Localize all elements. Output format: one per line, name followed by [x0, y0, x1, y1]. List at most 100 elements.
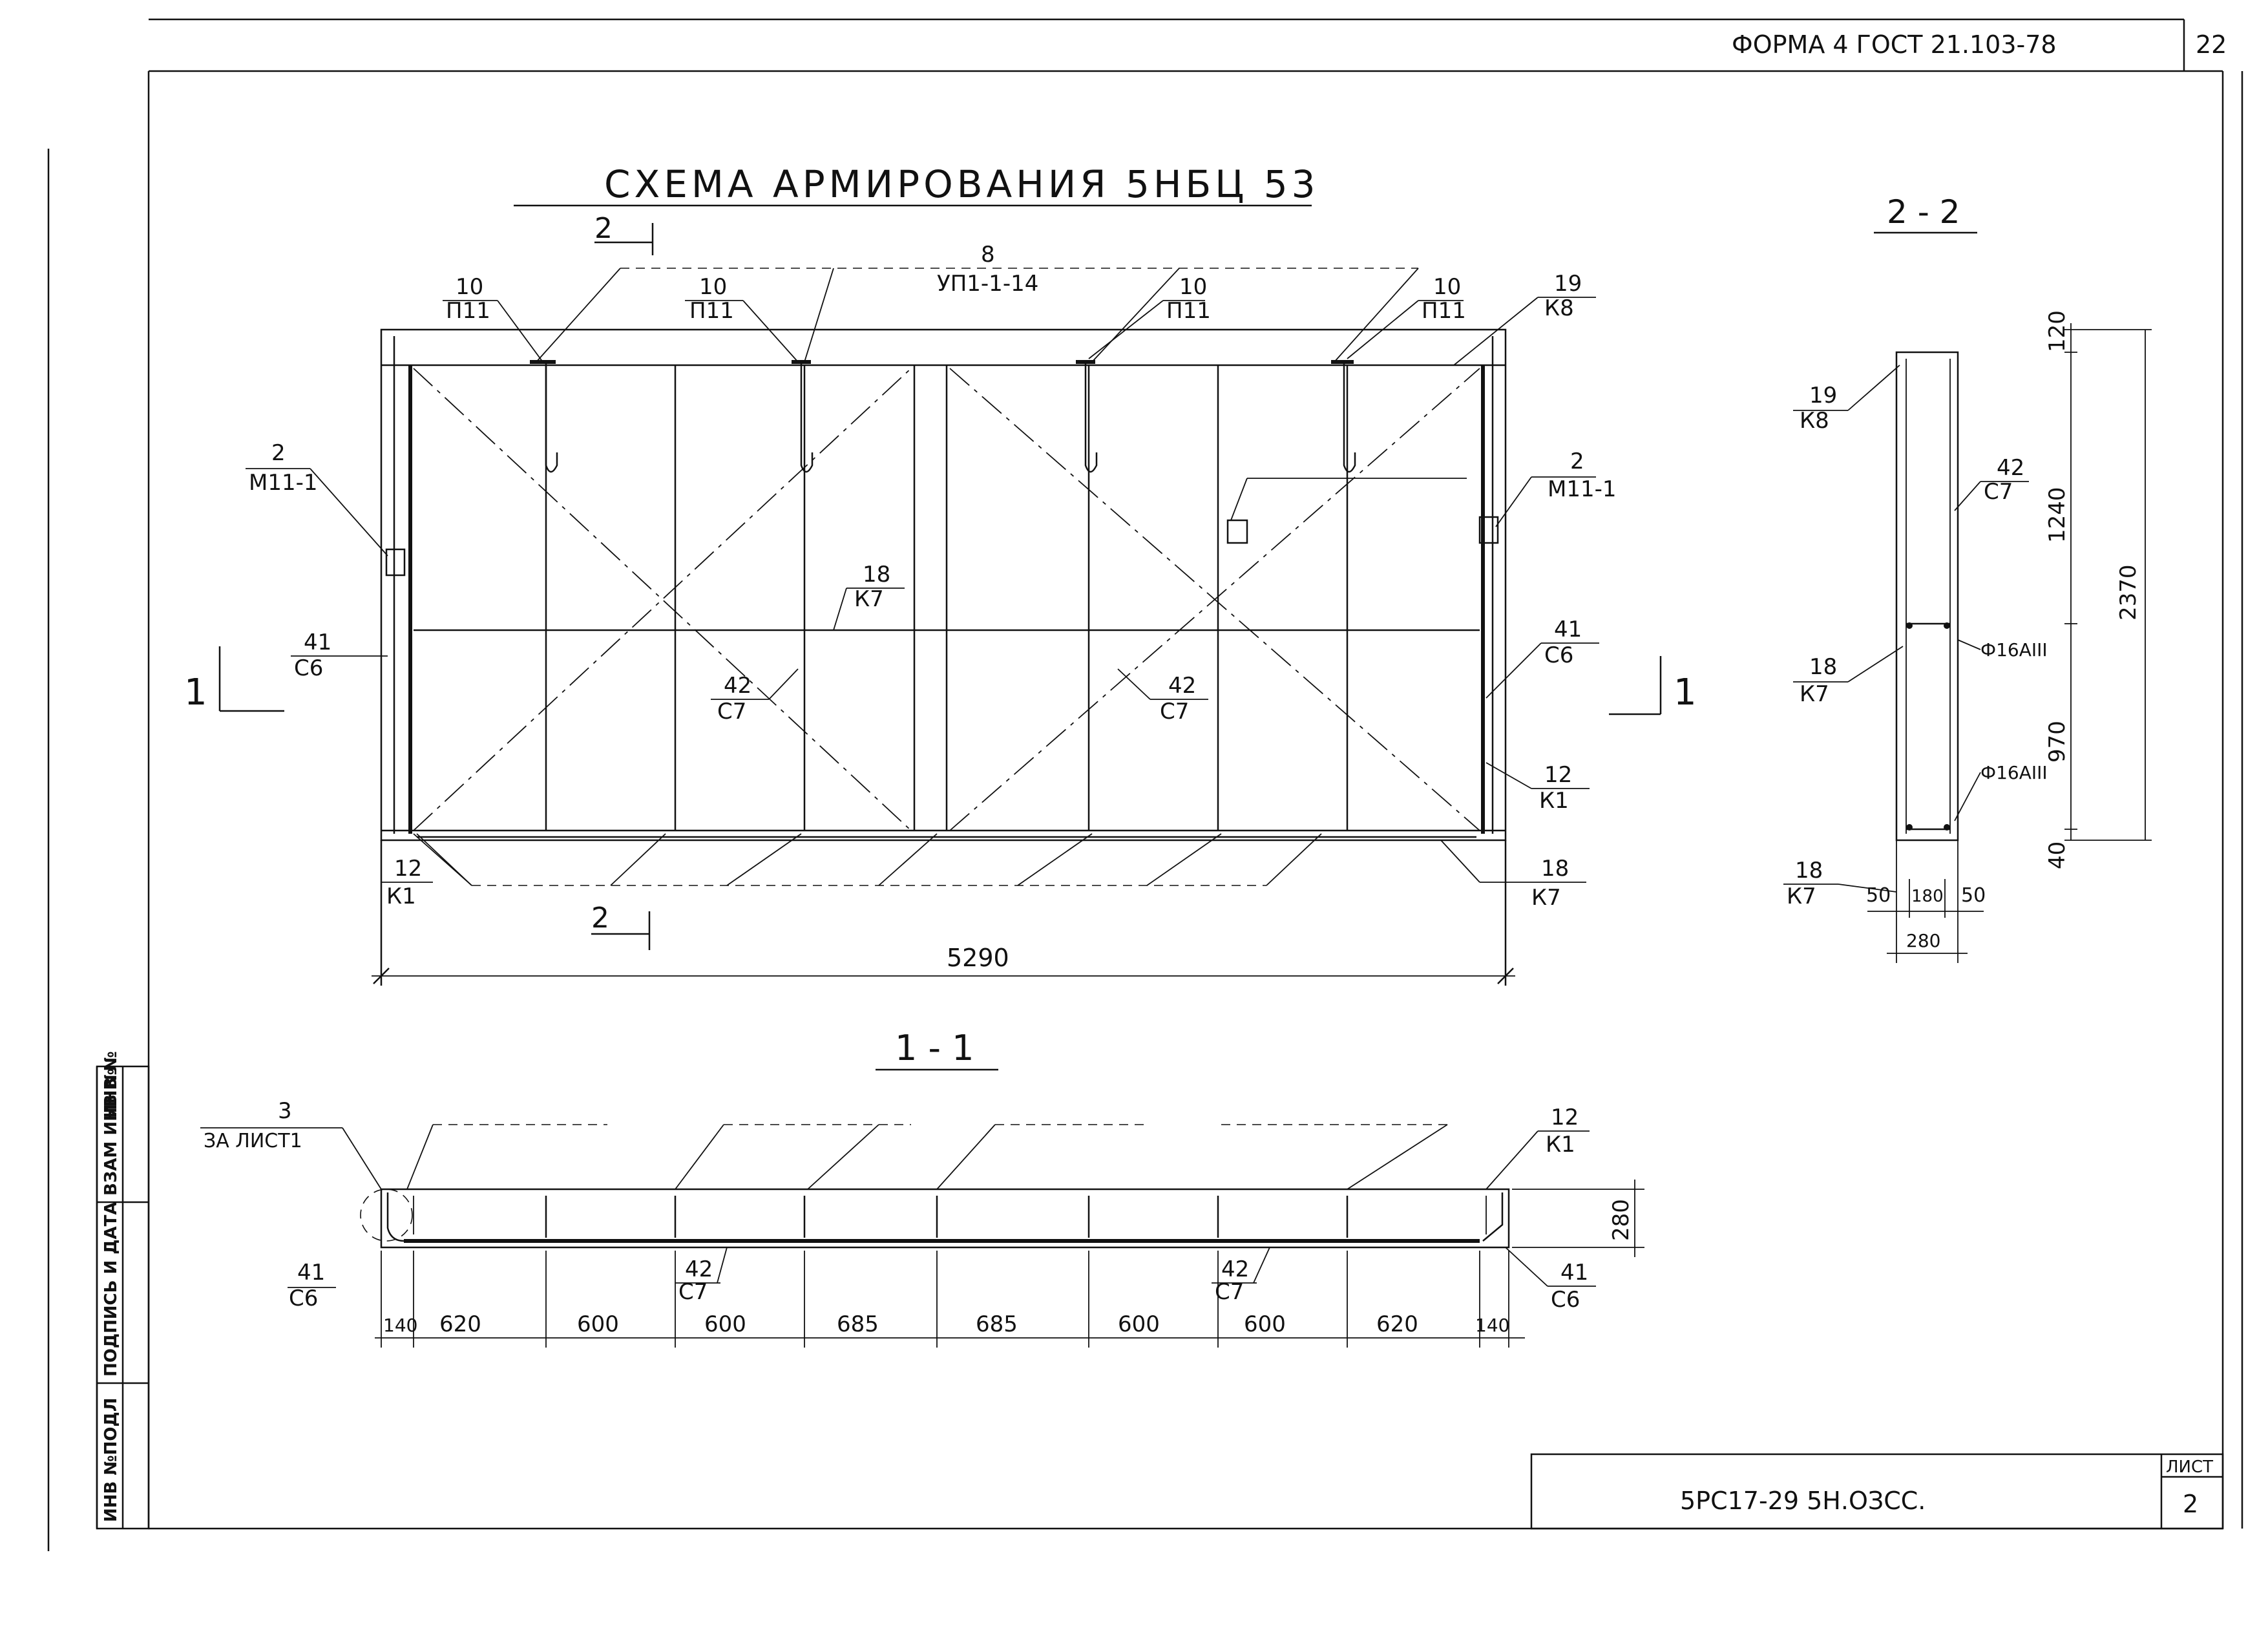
s2-rebar-top: Ф16АIII — [1980, 639, 2048, 661]
s2-k7-num: 18 — [1809, 654, 1837, 680]
k8-num: 19 — [1554, 271, 1582, 297]
s1-c7-right-num: 42 — [1221, 1256, 1249, 1282]
main-view: СХЕМА АРМИРОВАНИЯ 5НБЦ 53 2 2 — [184, 162, 1697, 986]
lifting-loops — [530, 360, 1356, 473]
s1-dim-280: 280 — [1608, 1199, 1634, 1241]
c6-left-num: 41 — [304, 630, 331, 655]
k8-code: К8 — [1544, 295, 1574, 321]
k7-bottom-num: 18 — [1541, 856, 1569, 882]
s2-k7-bottom-code: К7 — [1787, 884, 1816, 909]
s1-c6-left-code: С6 — [289, 1286, 318, 1311]
diagonal-lines — [413, 268, 1480, 886]
s2-dim-970: 970 — [2044, 721, 2070, 763]
span-10: 140 — [1475, 1315, 1509, 1336]
sheet-number: 2 — [2183, 1490, 2198, 1518]
section-2-outline — [1895, 351, 1959, 842]
embedded-part-mid — [1226, 519, 1248, 544]
mark-8-code: УП1-1-14 — [937, 271, 1038, 297]
k1-right-code: К1 — [1539, 788, 1569, 814]
span-2: 620 — [439, 1311, 481, 1337]
s2-dim-2370: 2370 — [2116, 564, 2141, 620]
p11-num-4: 10 — [1433, 274, 1461, 300]
c7-right-code: С7 — [1160, 699, 1189, 725]
stamp-inv: ИНВ № — [101, 1051, 121, 1118]
title-block: 5РС17-29 5Н.ОЗСС. ЛИСТ 2 — [1530, 1453, 2224, 1530]
section-1-1: 1 - 1 3 ЗА ЛИСТ1 12 К1 — [200, 1028, 1644, 1348]
c6-right-code: С6 — [1544, 642, 1573, 668]
p11-num-3: 10 — [1179, 274, 1207, 300]
span-4: 600 — [704, 1311, 746, 1337]
node-3-circle — [360, 1189, 413, 1242]
section-1-studs — [545, 1196, 1349, 1238]
k7-bottom-code: К7 — [1531, 885, 1561, 911]
page-number: 22 — [2196, 30, 2227, 59]
cut-1-left: 1 — [184, 672, 207, 714]
form-label: ФОРМА 4 ГОСТ 21.103-78 — [1732, 30, 2057, 59]
s1-c6-right-code: С6 — [1551, 1287, 1580, 1313]
section-2-2: 2 - 2 19 К8 42 С7 18 К7 Ф16АIII Ф16АIII … — [1783, 193, 2152, 963]
p11-labels: 10 П11 10 П11 10 П11 10 П11 — [443, 274, 1466, 363]
m11-right-code: М11-1 — [1548, 476, 1617, 502]
node-3-num: 3 — [278, 1098, 292, 1124]
embedded-part-right — [1478, 516, 1499, 544]
span-3: 600 — [577, 1311, 619, 1337]
side-stamp: ИНВ №ПОДЛ ПОДПИСЬ И ДАТА ВЗАМ ИНВ № ИНВ … — [96, 1051, 150, 1530]
c7-left-code: С7 — [717, 699, 746, 725]
m11-right-num: 2 — [1570, 449, 1584, 474]
sheet-label: ЛИСТ — [2166, 1457, 2213, 1477]
p11-num-1: 10 — [456, 274, 483, 300]
p11-code-3: П11 — [1166, 298, 1211, 324]
s1-c6-right-num: 41 — [1560, 1260, 1588, 1286]
span-8: 600 — [1244, 1311, 1286, 1337]
s1-span-ticks — [381, 1251, 1509, 1348]
span-7: 600 — [1118, 1311, 1160, 1337]
drawing-code: 5РС17-29 5Н.ОЗСС. — [1680, 1487, 1926, 1515]
stamp-inv-podl: ИНВ №ПОДЛ — [101, 1398, 121, 1522]
span-5: 685 — [837, 1311, 879, 1337]
node-3-ref: ЗА ЛИСТ1 — [204, 1130, 302, 1152]
s2-dim-40: 40 — [2044, 842, 2070, 869]
c7-left-num: 42 — [724, 673, 751, 699]
s1-c7-left-num: 42 — [685, 1256, 713, 1282]
p11-code-4: П11 — [1422, 298, 1466, 324]
section-2-bottom-mark: 2 — [591, 902, 609, 935]
s2-dim-50b: 50 — [1961, 884, 1986, 907]
s2-k7-bottom-num: 18 — [1795, 858, 1823, 884]
p11-code-1: П11 — [446, 298, 490, 324]
s2-dim-50a: 50 — [1866, 884, 1891, 907]
c6-left-code: С6 — [294, 655, 323, 681]
cut-1-right: 1 — [1674, 672, 1697, 714]
k1-left-num: 12 — [394, 856, 422, 882]
k7-mid-num: 18 — [863, 562, 890, 588]
s2-k7-code: К7 — [1800, 681, 1829, 707]
s2-c7-code: С7 — [1984, 479, 2013, 505]
p11-code-2: П11 — [689, 298, 734, 324]
embedded-part-left — [385, 548, 406, 577]
panel-outline — [380, 328, 1507, 842]
vertical-bars — [545, 365, 1349, 831]
stamp-vzam-inv: ВЗАМ ИНВ № — [101, 1068, 121, 1196]
section-1-title: 1 - 1 — [895, 1028, 974, 1068]
c6-right-num: 41 — [1554, 617, 1582, 642]
mark-8-num: 8 — [981, 242, 995, 268]
s2-dim-1240: 1240 — [2044, 487, 2070, 543]
p11-num-2: 10 — [699, 274, 727, 300]
s1-k1-num: 12 — [1551, 1105, 1579, 1130]
span-6: 685 — [976, 1311, 1018, 1337]
section-1-outline — [380, 1188, 1510, 1249]
k1-left-code: К1 — [386, 884, 416, 909]
s2-dim-180: 180 — [1911, 887, 1944, 906]
sheet-frame — [47, 18, 2243, 1551]
main-title: СХЕМА АРМИРОВАНИЯ 5НБЦ 53 — [604, 162, 1319, 206]
span-9: 620 — [1376, 1311, 1418, 1337]
overall-dim: 5290 — [947, 944, 1009, 972]
s2-k8-code: К8 — [1800, 408, 1829, 434]
s2-dim-280: 280 — [1906, 930, 1940, 951]
s2-rebar-bottom: Ф16АIII — [1980, 762, 2048, 783]
s1-c6-left-num: 41 — [297, 1260, 325, 1286]
stamp-signature-date: ПОДПИСЬ И ДАТА — [101, 1202, 121, 1377]
section-2-top-mark: 2 — [594, 212, 613, 245]
s2-k8-num: 19 — [1809, 383, 1837, 408]
